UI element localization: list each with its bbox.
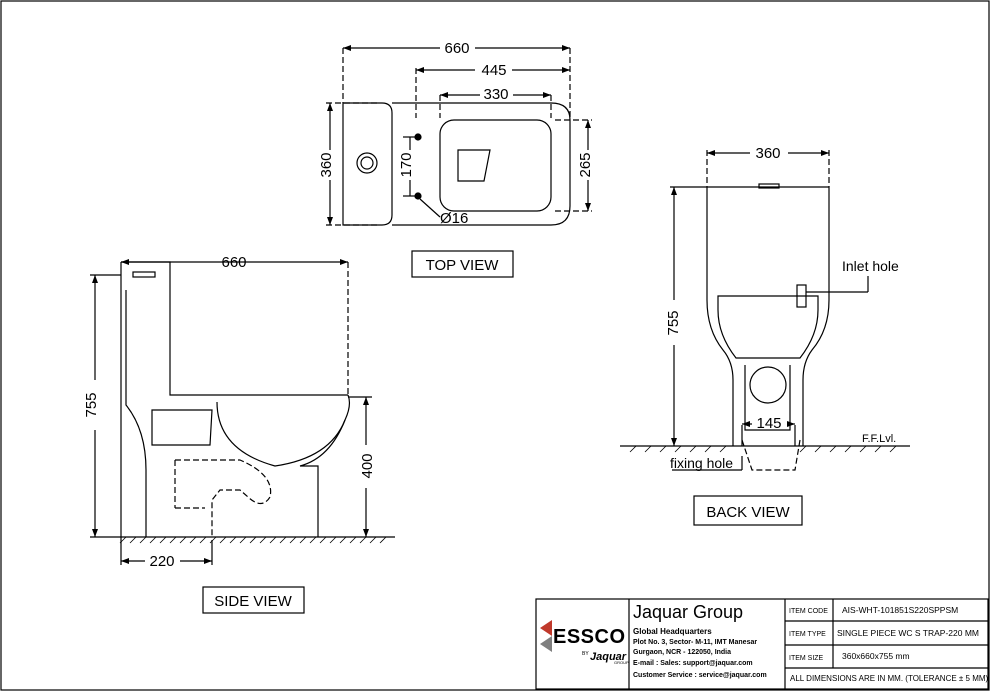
back-outlet <box>749 366 787 404</box>
inlet-hole-label: Inlet hole <box>842 258 899 274</box>
address-line-1: Plot No. 3, Sector- M-11, IMT Manesar <box>633 639 757 646</box>
email-line: E-mail : Sales: support@jaquar.com <box>633 660 753 667</box>
back-dim-145: 145 <box>756 415 781 432</box>
back-view <box>620 150 910 471</box>
floor-level-label: F.F.Lvl. <box>862 433 896 445</box>
side-dim-220: 220 <box>149 553 174 570</box>
item-code-value: AIS-WHT-101851S220SPPSM <box>842 605 958 615</box>
side-bowl-outline <box>299 394 351 537</box>
item-code-label: ITEM CODE <box>789 608 828 615</box>
top-view-label-box <box>411 250 514 278</box>
title-block-frame <box>535 598 989 690</box>
item-type-label: ITEM TYPE <box>789 631 826 638</box>
fixing-hole-label: fixing hole <box>670 455 733 471</box>
side-floor-hatch <box>119 536 387 544</box>
top-dim-445: 445 <box>481 62 506 79</box>
back-view-label: BACK VIEW <box>706 504 790 521</box>
side-view-label: SIDE VIEW <box>214 593 292 610</box>
item-size-label: ITEM SIZE <box>789 655 824 662</box>
back-dim-755: 755 <box>665 310 682 335</box>
company-name: Jaquar Group <box>633 602 743 622</box>
bowl-outline <box>392 102 571 226</box>
top-dim-hole: Ø16 <box>440 210 468 227</box>
dimension-note: ALL DIMENSIONS ARE IN MM. (TOLERANCE ± 5… <box>790 674 989 683</box>
top-dim-330: 330 <box>483 86 508 103</box>
service-line: Customer Service : service@jaquar.com <box>633 672 767 679</box>
logo-sub: Jaquar <box>590 651 627 663</box>
inlet-hole <box>796 284 807 308</box>
title-block <box>535 598 989 690</box>
logo-text: ESSCO <box>553 626 626 648</box>
side-dim-755: 755 <box>83 392 100 417</box>
top-dim-360: 360 <box>318 152 335 177</box>
item-type-value: SINGLE PIECE WC S TRAP-220 MM <box>837 628 979 638</box>
back-bowl-outline <box>717 295 819 359</box>
side-dim-400: 400 <box>359 453 376 478</box>
side-body-front <box>125 290 147 537</box>
side-dim-660: 660 <box>221 254 246 271</box>
seat-outline <box>439 119 552 212</box>
tank-outline <box>121 261 348 396</box>
top-view-dim-lines <box>326 48 592 226</box>
tank-outline <box>342 102 393 226</box>
bowl-opening <box>457 149 491 182</box>
flush-button <box>356 152 378 174</box>
logo-group: GROUP <box>614 660 629 665</box>
logo-by: BY <box>582 651 589 657</box>
side-view <box>90 259 395 565</box>
top-dim-170: 170 <box>398 152 415 177</box>
item-size-value: 360x660x755 mm <box>842 651 910 661</box>
top-view <box>326 45 592 226</box>
back-tank-outline <box>707 186 830 446</box>
back-floor-hatch <box>629 445 897 453</box>
side-trap <box>175 459 272 537</box>
back-dim-360: 360 <box>755 145 780 162</box>
top-dim-660: 660 <box>444 40 469 57</box>
hq-label: Global Headquarters <box>633 627 712 636</box>
top-dim-265: 265 <box>577 152 594 177</box>
back-view-label-box <box>693 495 803 526</box>
top-view-label: TOP VIEW <box>426 257 500 274</box>
essco-logo: ESSCO BY Jaquar GROUP <box>540 620 629 665</box>
side-view-label-box <box>202 586 305 614</box>
address-line-2: Gurgaon, NCR - 122050, India <box>633 649 731 656</box>
